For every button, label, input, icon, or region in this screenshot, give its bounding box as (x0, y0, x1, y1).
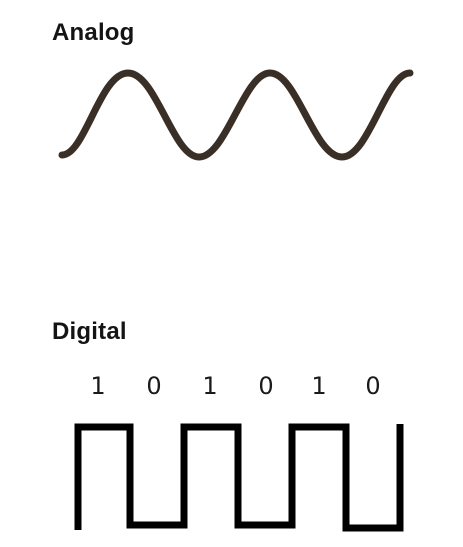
digital-title: Digital (52, 318, 127, 345)
bit-labels: 1 0 1 0 1 0 (0, 372, 463, 402)
bit-label-4: 0 (258, 372, 274, 400)
bit-label-2: 0 (146, 372, 162, 400)
bit-label-5: 1 (311, 372, 327, 400)
analog-sine-wave (58, 69, 414, 161)
bit-label-1: 1 (90, 372, 106, 400)
bit-label-6: 0 (365, 372, 381, 400)
analog-title: Analog (52, 19, 135, 46)
bit-label-3: 1 (202, 372, 218, 400)
digital-square-wave (74, 423, 404, 532)
